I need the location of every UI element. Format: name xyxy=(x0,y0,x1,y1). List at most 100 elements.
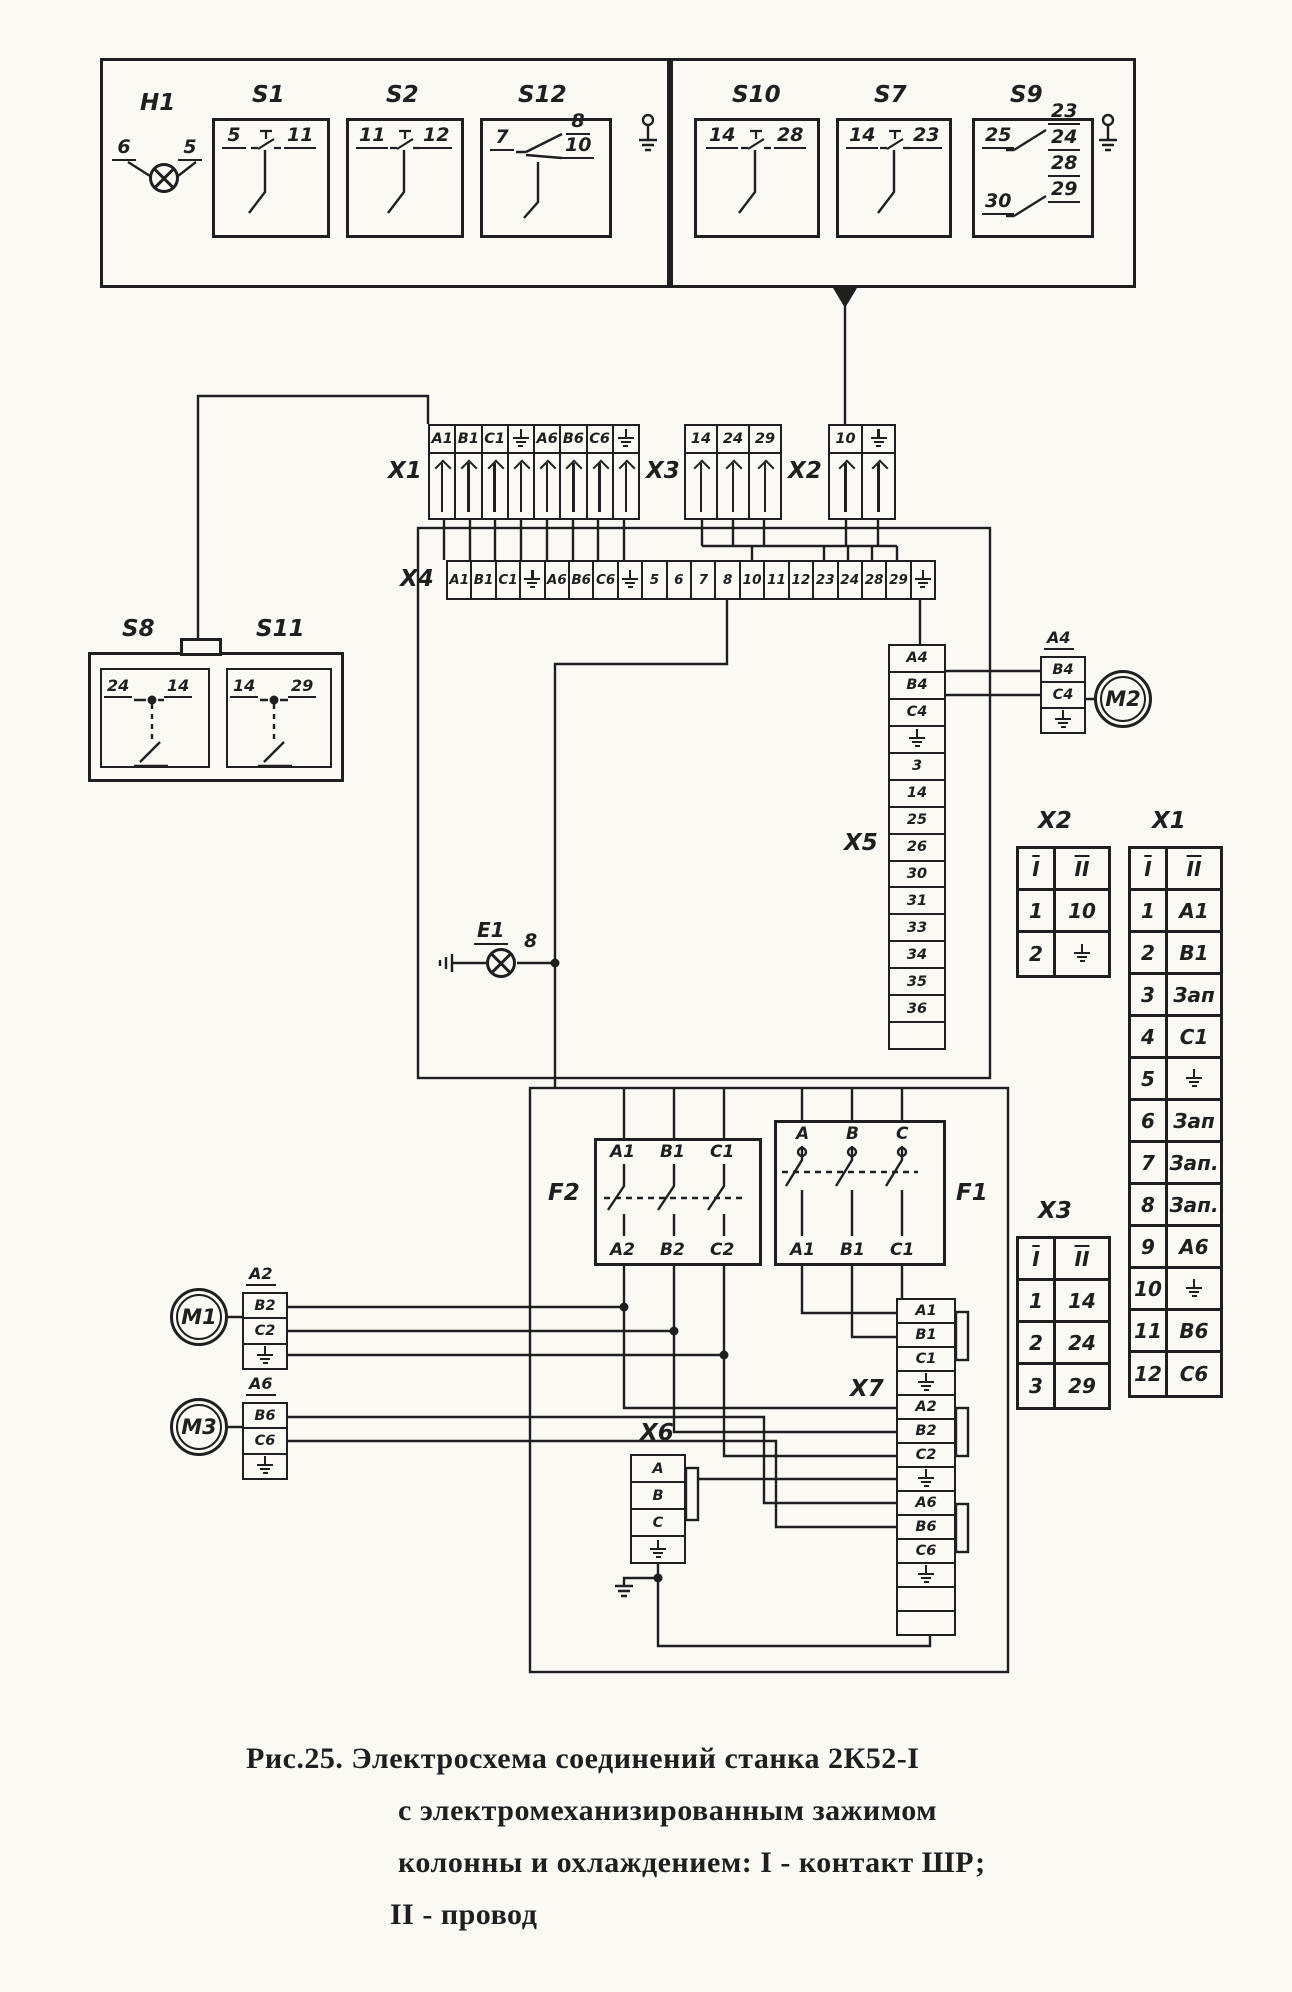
contact-cell: 10 xyxy=(1131,1269,1168,1311)
pin-icon xyxy=(430,454,454,518)
contact-cell: 7 xyxy=(1131,1143,1168,1185)
table-row: 10 xyxy=(1131,1269,1220,1311)
contact-cell: 11 xyxy=(1131,1311,1168,1353)
col-contact: I xyxy=(1019,1239,1056,1281)
terminal-cell: B1 xyxy=(898,1324,954,1348)
terminal-cell: A xyxy=(632,1456,684,1483)
table-row: 2 24 xyxy=(1019,1323,1108,1365)
connector-terminal: А6 xyxy=(535,426,562,518)
table-x3: I II 1 14 2 24 3 29 xyxy=(1016,1236,1111,1410)
table-header: I II xyxy=(1019,1239,1108,1281)
wire-cell: C1 xyxy=(1168,1017,1220,1059)
breaker-f2-box xyxy=(594,1138,762,1266)
m3-label: M3 xyxy=(181,1415,217,1439)
s9-label: S9 xyxy=(1010,82,1043,108)
terminal-cell: 25 xyxy=(890,808,944,835)
m2-header-pin: A4 xyxy=(1044,628,1074,650)
terminal-cell: С6 xyxy=(898,1540,954,1564)
contact-icon xyxy=(880,129,910,150)
s10-label: S10 xyxy=(732,82,781,108)
table-row: 11 В6 xyxy=(1131,1311,1220,1353)
contact-icon xyxy=(741,129,771,150)
x2-connector-label: X2 xyxy=(788,458,822,484)
terminal-label: С6 xyxy=(587,426,612,454)
pin-icon xyxy=(614,454,638,518)
table-row: 1 A1 xyxy=(1131,891,1220,933)
switch-s9-box xyxy=(972,118,1094,238)
switch-s1-box xyxy=(212,118,330,238)
s9-right-pin: 23 xyxy=(1048,100,1081,125)
col-wire: II xyxy=(1168,849,1220,891)
s10-pin-left: 14 xyxy=(706,124,739,149)
contact-icon xyxy=(390,129,420,150)
s12-pin-right-top: 8 xyxy=(566,110,590,135)
col-wire: II xyxy=(1056,849,1108,891)
col-contact: I xyxy=(1131,849,1168,891)
x6-label: X6 xyxy=(640,1420,674,1446)
table-row: 2 B1 xyxy=(1131,933,1220,975)
s2-pin-left: 11 xyxy=(356,124,389,149)
x1-connector-label: X1 xyxy=(388,458,422,484)
contact-cell: 4 xyxy=(1131,1017,1168,1059)
switch-s2-box xyxy=(346,118,464,238)
terminal-cell xyxy=(898,1588,954,1612)
terminal-cell: 6 xyxy=(668,562,693,598)
m2-label: M2 xyxy=(1105,687,1141,711)
terminal-cell xyxy=(619,562,644,598)
pin-icon xyxy=(718,454,748,518)
f1-top-c: C xyxy=(896,1124,909,1144)
s12-pin-right-bottom: 10 xyxy=(562,134,595,159)
connector-arrow-icon xyxy=(833,288,857,308)
f1-top-a: A xyxy=(796,1124,810,1144)
motor-m2: M2 xyxy=(1094,670,1152,728)
e1-label: E1 xyxy=(474,918,508,945)
contact-cell: 8 xyxy=(1131,1185,1168,1227)
terminal-label: A1 xyxy=(430,426,455,454)
terminal-cell: B2 xyxy=(898,1420,954,1444)
terminal-cell xyxy=(1042,709,1084,732)
terminal-label: B1 xyxy=(456,426,481,454)
pin-icon xyxy=(456,454,480,518)
terminal-cell: 30 xyxy=(890,862,944,889)
terminal-cell: B2 xyxy=(244,1294,286,1320)
terminal-cell: 5 xyxy=(643,562,668,598)
connector-terminal: 14 xyxy=(686,426,718,518)
terminal-cell: B xyxy=(632,1483,684,1510)
connector-terminal xyxy=(613,426,638,518)
terminal-cell: 36 xyxy=(890,996,944,1024)
wire-cell: С6 xyxy=(1179,1362,1209,1386)
s11-label: S11 xyxy=(256,616,305,642)
s11-pin-left: 14 xyxy=(230,676,259,698)
terminal-cell xyxy=(890,1023,944,1048)
terminal-cell: C1 xyxy=(898,1348,954,1372)
contact-cell: 3 xyxy=(1131,975,1168,1017)
terminal-cell: 29 xyxy=(887,562,912,598)
figure-caption-line-2: с электромеханизированным зажимом xyxy=(398,1794,938,1827)
terminal-cell: 10 xyxy=(741,562,766,598)
s7-pin-right: 23 xyxy=(910,124,943,149)
s7-pin-left: 14 xyxy=(846,124,879,149)
switch-s7-box xyxy=(836,118,952,238)
x5-label: X5 xyxy=(844,830,878,856)
table-x1-label: X1 xyxy=(1152,808,1186,834)
connector-terminal: C1 xyxy=(482,426,509,518)
terminal-cell xyxy=(632,1537,684,1562)
connector-x3: 14 24 29 xyxy=(684,424,782,520)
terminal-cell: 11 xyxy=(765,562,790,598)
top-panel-right xyxy=(670,58,1136,288)
terminal-cell: B4 xyxy=(890,673,944,700)
switch-s12-box xyxy=(480,118,612,238)
terminal-cell: 12 xyxy=(790,562,815,598)
table-x1: I II 1 A1 2 B1 3 Зап 4 C1 5 6 Зап 7 xyxy=(1128,846,1223,1398)
wire-cell: Зап. xyxy=(1168,1185,1220,1227)
motor-m3: M3 xyxy=(170,1398,228,1456)
terminal-label xyxy=(863,426,894,454)
m3-header-pin: А6 xyxy=(246,1374,276,1396)
pin-icon xyxy=(561,454,585,518)
f1-top-b: B xyxy=(846,1124,859,1144)
terminal-cell: A1 xyxy=(448,562,473,598)
f1-label: F1 xyxy=(956,1180,988,1206)
